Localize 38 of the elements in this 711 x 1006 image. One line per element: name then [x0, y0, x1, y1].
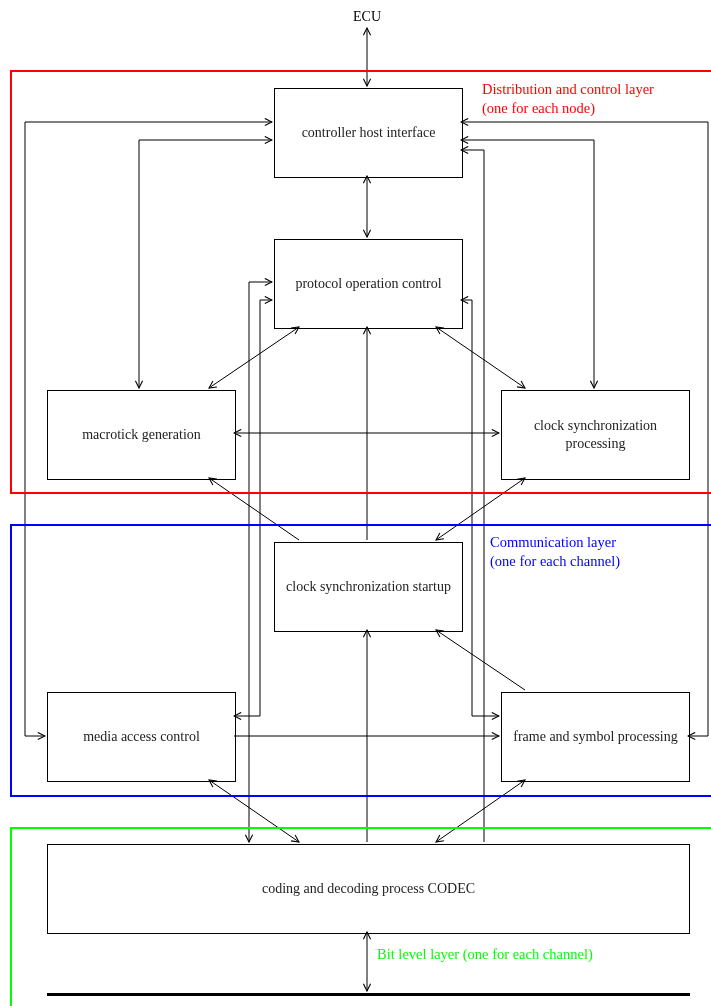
arrow: [233, 428, 500, 438]
bus-line: [47, 993, 690, 996]
arrow: [362, 27, 372, 87]
process-box: coding and decoding process CODEC: [47, 844, 690, 934]
process-box: clock synchronization processing: [501, 390, 690, 480]
layer-frame: [10, 524, 711, 797]
arrow: [435, 477, 526, 541]
arrow: [460, 135, 599, 389]
process-box: protocol operation control: [274, 239, 463, 329]
arrow: [233, 295, 273, 721]
arrow: [134, 135, 273, 389]
arrow: [435, 629, 526, 691]
arrow: [435, 326, 526, 389]
arrow: [435, 779, 526, 843]
process-box: controller host interface: [274, 88, 463, 178]
arrow: [460, 145, 485, 843]
process-box: media access control: [47, 692, 236, 782]
process-box: frame and symbol processing: [501, 692, 690, 782]
arrow: [362, 326, 372, 541]
arrow: [24, 117, 273, 741]
process-box: clock synchronization startup: [274, 542, 463, 632]
layer-frame: [10, 70, 711, 494]
layer-label: Bit level layer (one for each channel): [377, 945, 594, 964]
arrow: [208, 779, 300, 843]
arrow: [244, 277, 273, 843]
arrow: [362, 629, 372, 843]
arrow: [208, 326, 300, 389]
layer-label: Communication layer (one for each channel): [490, 533, 622, 571]
process-box: macrotick generation: [47, 390, 236, 480]
arrow: [208, 477, 300, 541]
node-label: ECU: [340, 6, 394, 28]
layer-label: Distribution and control layer (one for each node): [482, 80, 655, 118]
arrow: [460, 117, 709, 741]
layer-frame: [10, 827, 711, 1006]
arrow: [233, 731, 500, 741]
arrow: [460, 295, 500, 721]
arrow: [362, 175, 372, 238]
arrow: [362, 931, 372, 992]
